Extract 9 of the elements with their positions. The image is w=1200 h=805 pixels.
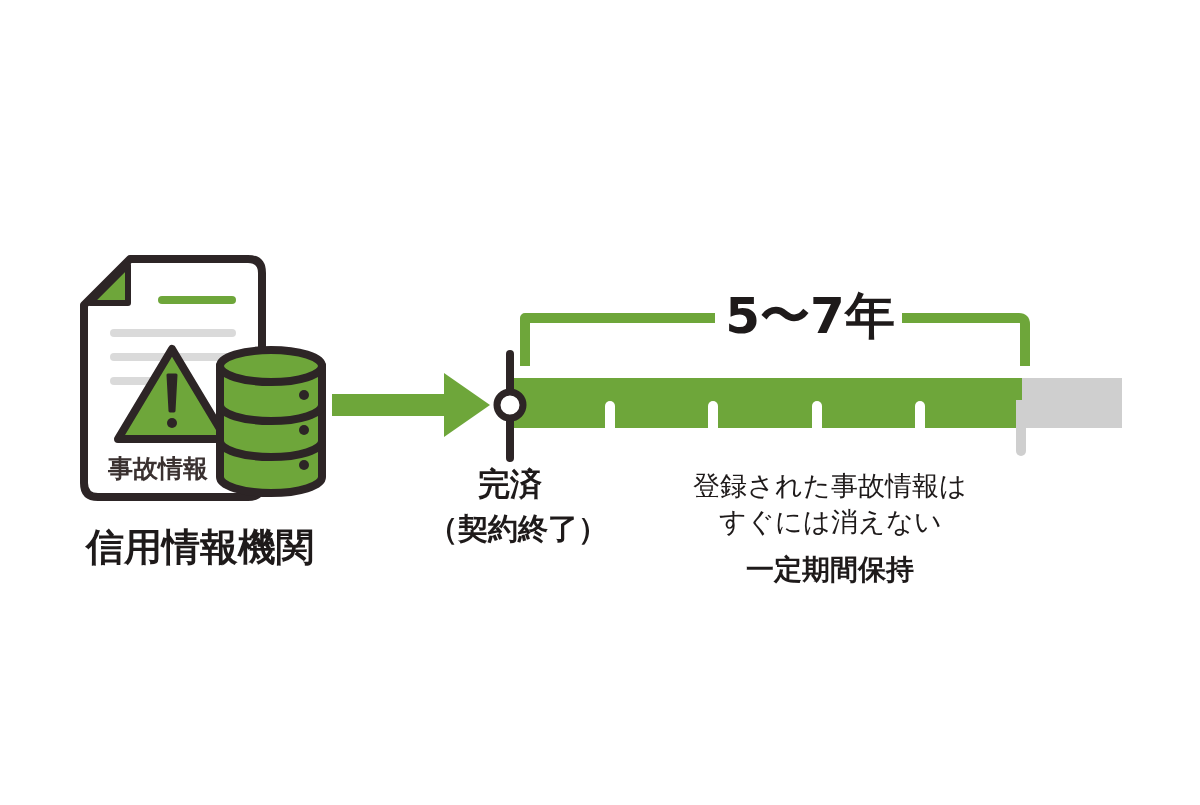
organization-caption: 信用情報機関 — [84, 524, 315, 571]
document-label: 事故情報 — [107, 453, 209, 485]
milestone-label: 完済 — [477, 464, 543, 504]
milestone-sublabel: （契約終了） — [427, 510, 609, 548]
note-text: 一定期間保持 — [745, 552, 915, 587]
milestone-marker — [492, 350, 528, 462]
duration-label: 5〜7年 — [724, 286, 896, 347]
arrow — [332, 373, 490, 437]
note-text: 登録された事故情報はすぐには消えない — [692, 469, 968, 539]
